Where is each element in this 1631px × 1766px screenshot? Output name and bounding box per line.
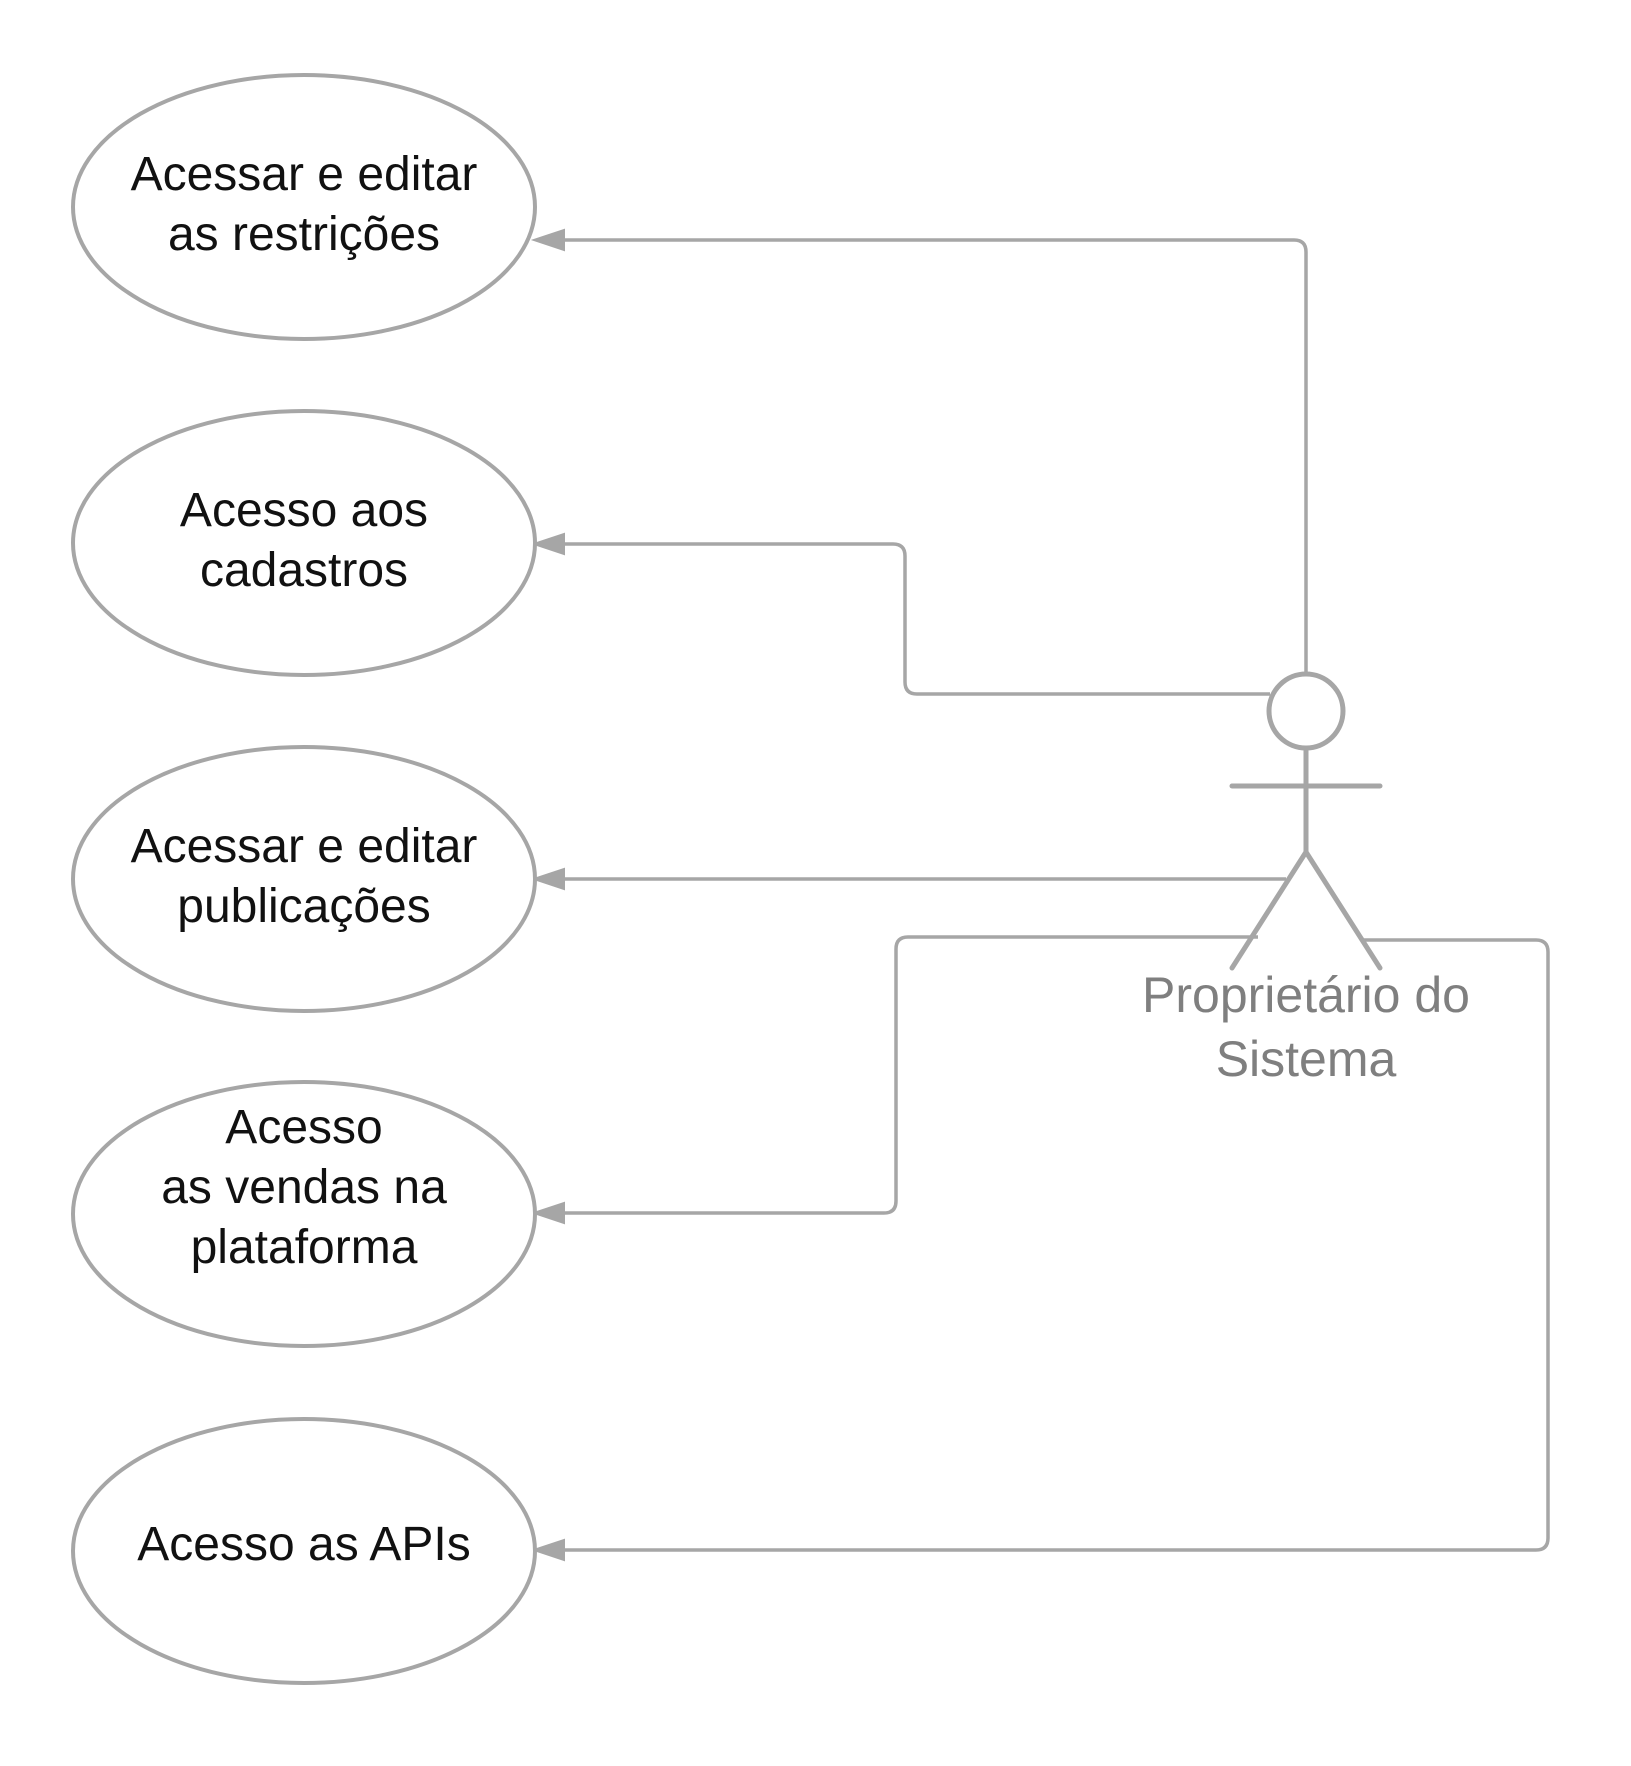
arrowhead-apis	[530, 1538, 565, 1562]
use-case-label-line: publicações	[177, 880, 431, 933]
use-case-ellipse	[71, 1080, 537, 1348]
use-case-label-line: cadastros	[200, 544, 408, 597]
arrowhead-vendas	[530, 1201, 565, 1225]
actor-head	[1266, 671, 1346, 751]
association-vendas	[548, 935, 1258, 1215]
use-case-publicacoes: Acessar e editar publicações	[71, 745, 537, 1013]
use-case-vendas: Acesso as vendas na plataforma	[71, 1080, 537, 1348]
use-case-label-line: Acesso as APIs	[137, 1518, 471, 1571]
use-case-label-line: as vendas na	[161, 1161, 447, 1214]
use-case-restricoes: Acessar e editar as restrições	[71, 73, 537, 341]
associations	[530, 228, 1550, 1562]
actor-label-line2: Sistema	[1216, 1031, 1397, 1087]
use-case-label-line: plataforma	[191, 1221, 418, 1274]
use-case-label-line: Acesso aos	[180, 484, 428, 537]
association-restricoes	[548, 238, 1308, 672]
use-case-cadastros: Acesso aos cadastros	[71, 409, 537, 677]
actor-proprietario: Proprietário do Sistema	[1142, 671, 1470, 1087]
association-apis	[548, 938, 1550, 1552]
actor-right-leg	[1303, 849, 1383, 971]
use-case-ellipse	[71, 409, 537, 677]
arrowhead-publicacoes	[530, 867, 565, 891]
use-case-ellipse	[71, 745, 537, 1013]
actor-left-leg	[1229, 849, 1309, 971]
use-case-apis: Acesso as APIs	[71, 1417, 537, 1685]
use-case-ellipse	[71, 1417, 537, 1685]
use-case-label-line: Acessar e editar	[131, 820, 478, 873]
use-case-ellipse	[71, 73, 537, 341]
arrowhead-cadastros	[530, 532, 565, 556]
use-case-label-line: as restrições	[168, 208, 440, 261]
use-case-label-line: Acesso	[225, 1101, 382, 1154]
arrowhead-restricoes	[530, 228, 565, 252]
actor-label-line1: Proprietário do	[1142, 967, 1470, 1023]
use-case-label-line: Acessar e editar	[131, 148, 478, 201]
association-cadastros	[548, 542, 1270, 696]
